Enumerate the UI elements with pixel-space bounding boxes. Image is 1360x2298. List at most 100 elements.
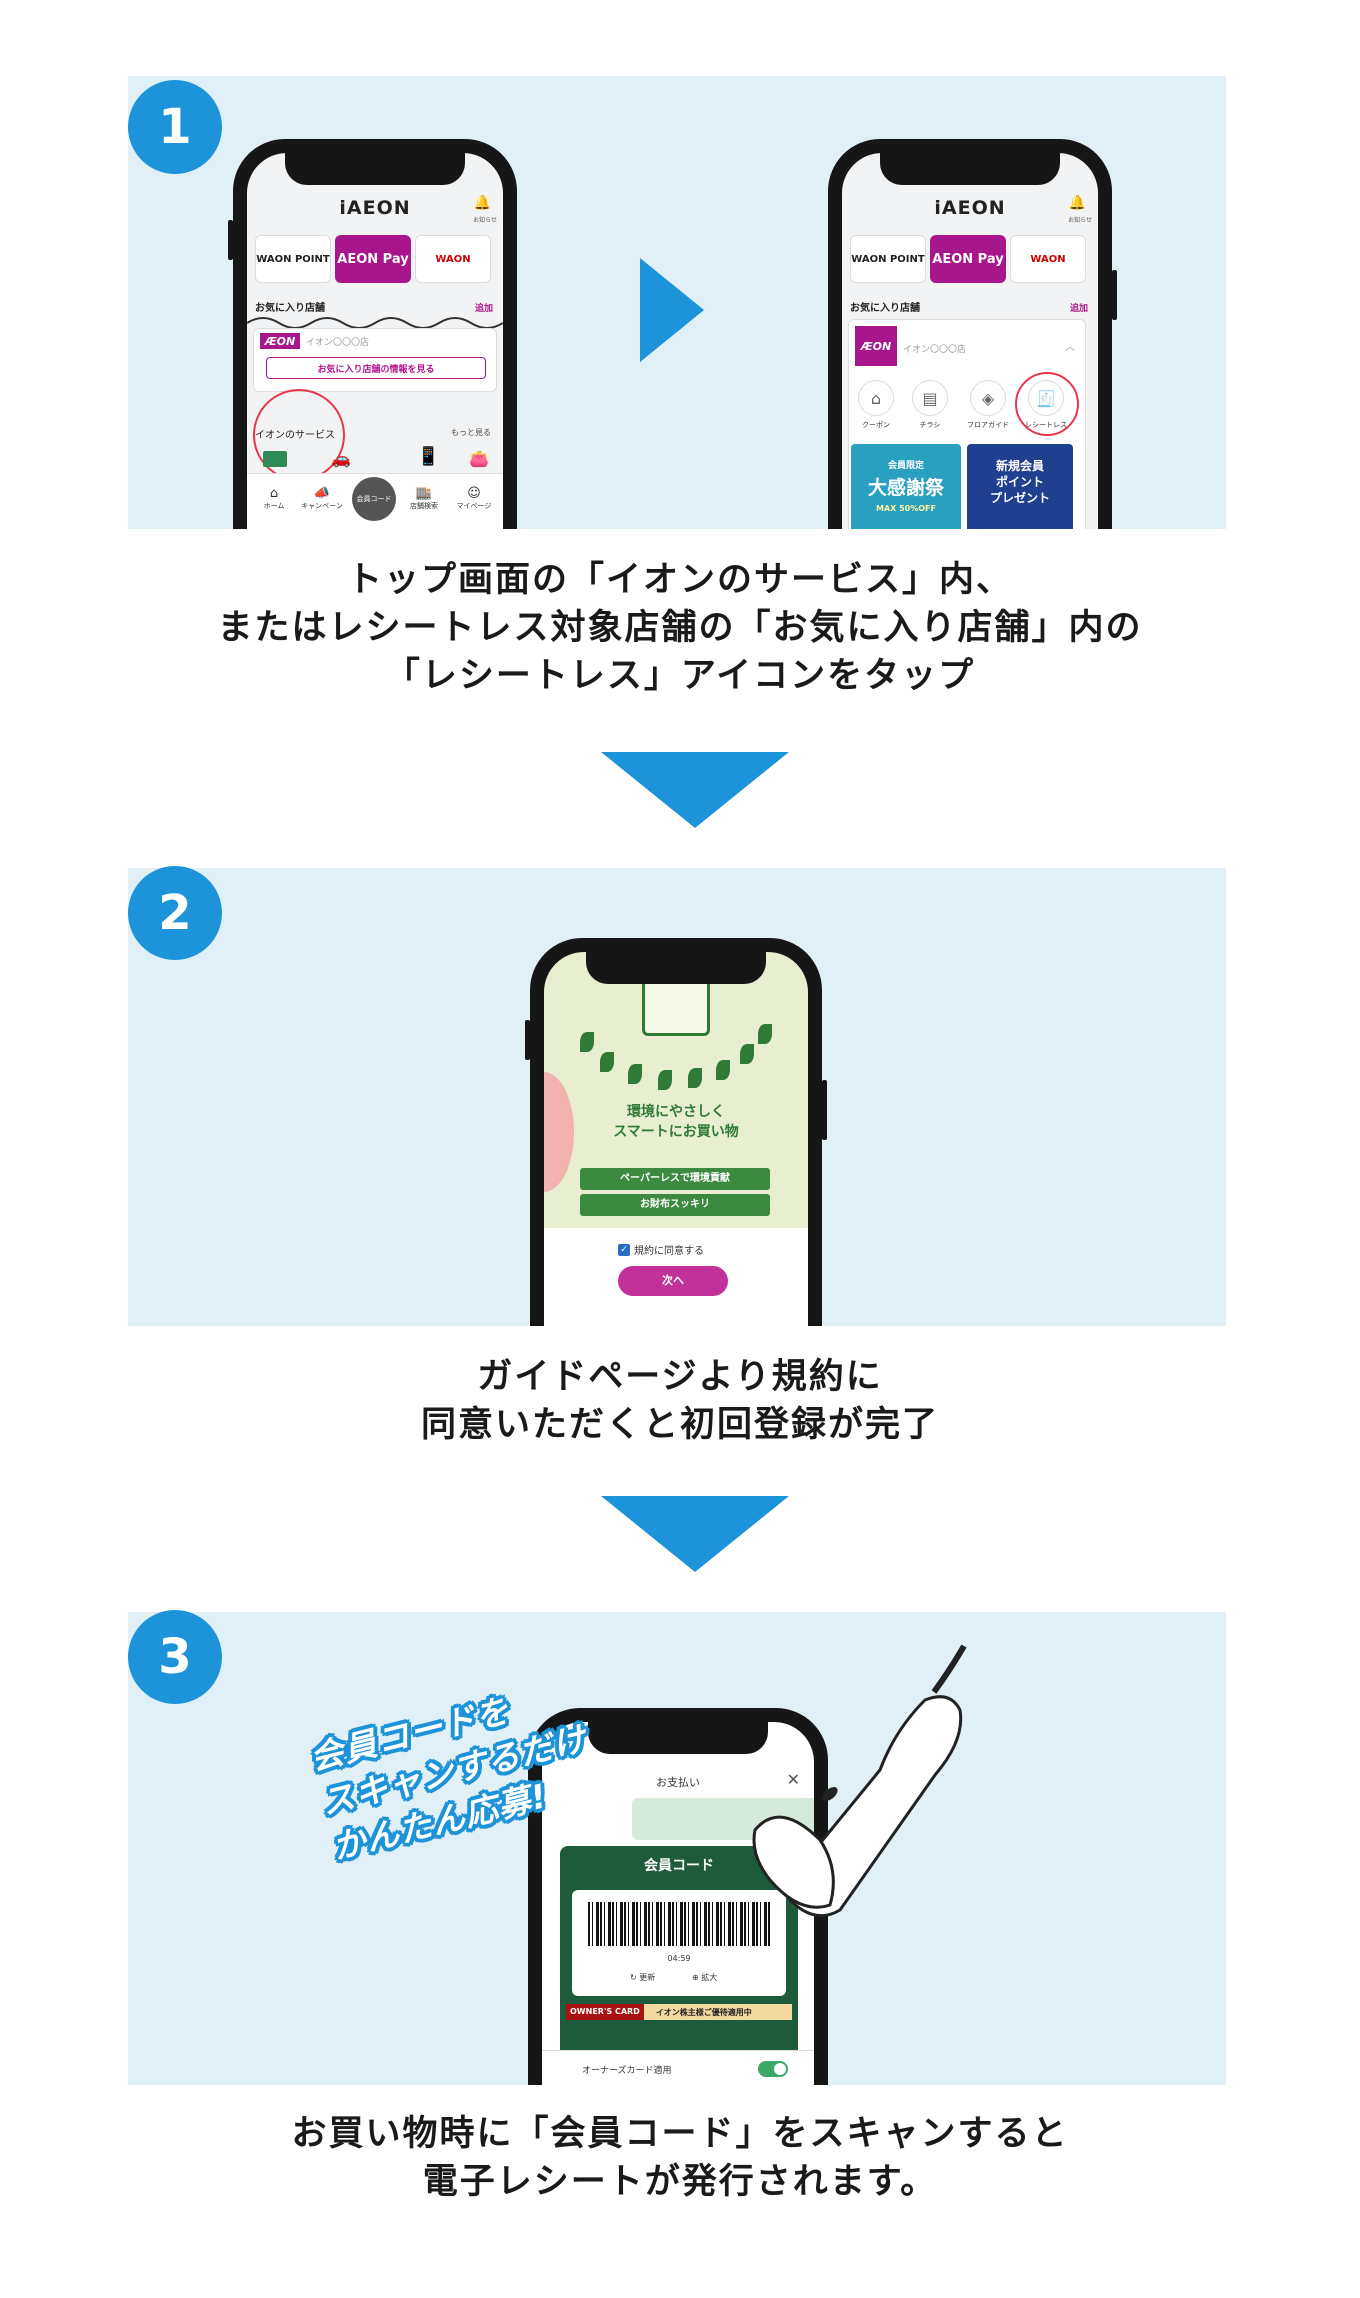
step3-number: 3 bbox=[128, 1610, 222, 1704]
checkbox-icon: ✓ bbox=[618, 1243, 630, 1256]
card-title: 会員コード bbox=[644, 1858, 714, 1874]
refresh-button[interactable]: ↻ 更新 bbox=[630, 1972, 655, 1983]
leaf-icon bbox=[716, 1060, 730, 1080]
headline-line: 環境にやさしく bbox=[627, 1104, 725, 1120]
service-phone-icon[interactable]: 📱 bbox=[417, 446, 440, 467]
banner-new-member[interactable]: 新規会員 ポイント プレゼント bbox=[967, 444, 1073, 529]
guide-headline: 環境にやさしく スマートにお買い物 bbox=[544, 1102, 808, 1142]
step3-caption: お買い物時に「会員コード」をスキャンすると 電子レシートが発行されます。 bbox=[0, 2110, 1360, 2206]
banner-thanks[interactable]: 会員限定 大感謝祭 MAX 50%OFF bbox=[851, 444, 961, 529]
phone-notch bbox=[588, 1720, 768, 1754]
favorites-heading: お気に入り店舗 bbox=[850, 303, 920, 314]
caption-line: トップ画面の「イオンのサービス」内、 bbox=[346, 560, 1013, 600]
nav-store-label: 店舗検索 bbox=[410, 502, 438, 510]
store-name: イオン〇〇〇店 bbox=[306, 338, 370, 348]
step2-caption: ガイドページより規約に 同意いただくと初回登録が完了 bbox=[0, 1353, 1360, 1449]
leaf-icon bbox=[580, 1032, 594, 1052]
leaf-icon bbox=[600, 1052, 614, 1072]
service-card-icon[interactable] bbox=[263, 451, 287, 467]
owners-text: イオン株主様ご優待適用中 bbox=[655, 2007, 752, 2017]
headline-line: スマートにお買い物 bbox=[613, 1124, 739, 1140]
flyer-service[interactable]: ▤チラシ bbox=[905, 380, 955, 430]
aeon-pay-tile[interactable]: AEON Pay bbox=[335, 235, 411, 283]
wavy-divider bbox=[247, 317, 503, 329]
caption-line: お買い物時に「会員コード」をスキャンすると bbox=[291, 2114, 1069, 2154]
megaphone-icon: 📣 bbox=[313, 486, 331, 501]
notice-label: お知らせ bbox=[473, 217, 497, 224]
aeon-pay-tile[interactable]: AEON Pay bbox=[930, 235, 1006, 283]
phone-guide-screen: 環境にやさしく スマートにお買い物 ペーパーレスで環境貢献 お財布スッキリ ✓ … bbox=[530, 938, 822, 1326]
store-info-button[interactable]: お気に入り店舗の情報を見る bbox=[266, 357, 486, 379]
phone-notch bbox=[586, 950, 766, 984]
step1-caption: トップ画面の「イオンのサービス」内、 またはレシートレス対象店舗の「お気に入り店… bbox=[0, 556, 1360, 700]
nav-home[interactable]: ⌂ホーム bbox=[249, 486, 299, 511]
zoom-button[interactable]: ⊕ 拡大 bbox=[692, 1972, 717, 1983]
service-car-icon[interactable]: 🚗 bbox=[331, 449, 351, 468]
waon-tile[interactable]: WAON bbox=[1010, 235, 1086, 283]
caption-line: またはレシートレス対象店舗の「お気に入り店舗」内の bbox=[217, 608, 1143, 648]
barcode[interactable] bbox=[588, 1902, 770, 1946]
banner-thanks-tag: 会員限定 bbox=[887, 461, 924, 471]
phone-favorites-screen: iAEON 🔔 お知らせ WAON POINT AEON Pay WAON お気… bbox=[828, 139, 1112, 529]
service-wallet-icon[interactable]: 👛 bbox=[469, 449, 489, 468]
zoom-label: 拡大 bbox=[701, 1973, 718, 1982]
waon-point-tile[interactable]: WAON POINT bbox=[850, 235, 926, 283]
favorite-store-card: ÆON イオン〇〇〇店 お気に入り店舗の情報を見る bbox=[253, 328, 497, 392]
leaf-icon bbox=[740, 1044, 754, 1064]
floor-guide-label: フロアガイド bbox=[967, 421, 1009, 429]
waon-tile[interactable]: WAON bbox=[415, 235, 491, 283]
leaf-icon bbox=[628, 1064, 642, 1084]
down-arrow-icon bbox=[601, 1496, 789, 1572]
leaf-icon bbox=[688, 1068, 702, 1088]
waon-point-tile[interactable]: WAON POINT bbox=[255, 235, 331, 283]
timer: 04:59 bbox=[667, 1954, 691, 1963]
nav-mypage[interactable]: ☺マイページ bbox=[449, 486, 499, 511]
coupon-label: クーポン bbox=[862, 421, 890, 429]
agree-checkbox[interactable]: ✓ 規約に同意する bbox=[618, 1242, 704, 1257]
step1-number: 1 bbox=[128, 80, 222, 174]
bottom-nav: ⌂ホーム 📣キャンペーン 会員コード 🏬店舗検索 ☺マイページ bbox=[247, 473, 503, 529]
caption-line: 同意いただくと初回登録が完了 bbox=[420, 1405, 939, 1445]
phone-side-button bbox=[228, 220, 233, 260]
favorite-store-card: ÆON イオン〇〇〇店 ︿ ⌂クーポン ▤チラシ ◈フロアガイド 🧾レシートレス… bbox=[848, 319, 1086, 529]
chevron-up-icon[interactable]: ︿ bbox=[1065, 342, 1075, 353]
nav-store-search[interactable]: 🏬店舗検索 bbox=[399, 486, 449, 511]
zoom-icon: ⊕ bbox=[692, 1973, 699, 1982]
payment-header: お支払い bbox=[656, 1776, 700, 1789]
nav-campaign[interactable]: 📣キャンペーン bbox=[297, 486, 347, 511]
nav-member-code[interactable]: 会員コード bbox=[352, 477, 396, 521]
refresh-label: 更新 bbox=[639, 1973, 656, 1982]
banner-thanks-sub: MAX 50%OFF bbox=[876, 504, 936, 513]
phone-notch bbox=[285, 151, 465, 185]
caption-line: 「レシートレス」アイコンをタップ bbox=[384, 656, 976, 696]
barcode-scanner-illustration bbox=[752, 1644, 967, 1918]
nav-member-code-label: 会員コード bbox=[356, 495, 392, 503]
floor-guide-service[interactable]: ◈フロアガイド bbox=[963, 380, 1013, 430]
leaf-icon bbox=[758, 1024, 772, 1044]
add-link[interactable]: 追加 bbox=[1069, 304, 1088, 314]
banner-new-line1: 新規会員 bbox=[995, 459, 1044, 473]
bell-icon[interactable]: 🔔 bbox=[1068, 195, 1086, 211]
banner-new-line3: プレゼント bbox=[989, 491, 1050, 505]
agree-label: 規約に同意する bbox=[634, 1246, 704, 1257]
caption-line: 電子レシートが発行されます。 bbox=[422, 2162, 938, 2202]
user-icon: ☺ bbox=[467, 486, 481, 501]
wallet-button: お財布スッキリ bbox=[580, 1194, 770, 1216]
notice-label: お知らせ bbox=[1068, 217, 1092, 224]
member-code-card: 会員コード 04:59 ↻ 更新 ⊕ 拡大 OWNER'S CARD イオン株主… bbox=[560, 1846, 798, 2085]
caption-line: ガイドページより規約に bbox=[477, 1357, 883, 1397]
highlight-ring bbox=[1015, 372, 1079, 436]
down-arrow-icon bbox=[601, 752, 789, 828]
phone-screen: 環境にやさしく スマートにお買い物 ペーパーレスで環境貢献 お財布スッキリ ✓ … bbox=[544, 952, 808, 1326]
refresh-icon: ↻ bbox=[630, 1973, 637, 1982]
bell-icon[interactable]: 🔔 bbox=[473, 195, 491, 211]
coupon-service[interactable]: ⌂クーポン bbox=[851, 380, 901, 430]
owners-badge: OWNER'S CARD bbox=[566, 2004, 644, 2020]
next-button[interactable]: 次へ bbox=[618, 1266, 728, 1296]
banner-thanks-title: 大感謝祭 bbox=[867, 477, 944, 499]
add-link[interactable]: 追加 bbox=[474, 304, 493, 314]
close-icon[interactable]: ✕ bbox=[786, 1770, 800, 1789]
more-link[interactable]: もっと見る bbox=[451, 428, 491, 437]
phone-side-button bbox=[1112, 270, 1117, 320]
owners-card-toggle[interactable] bbox=[758, 2061, 788, 2077]
